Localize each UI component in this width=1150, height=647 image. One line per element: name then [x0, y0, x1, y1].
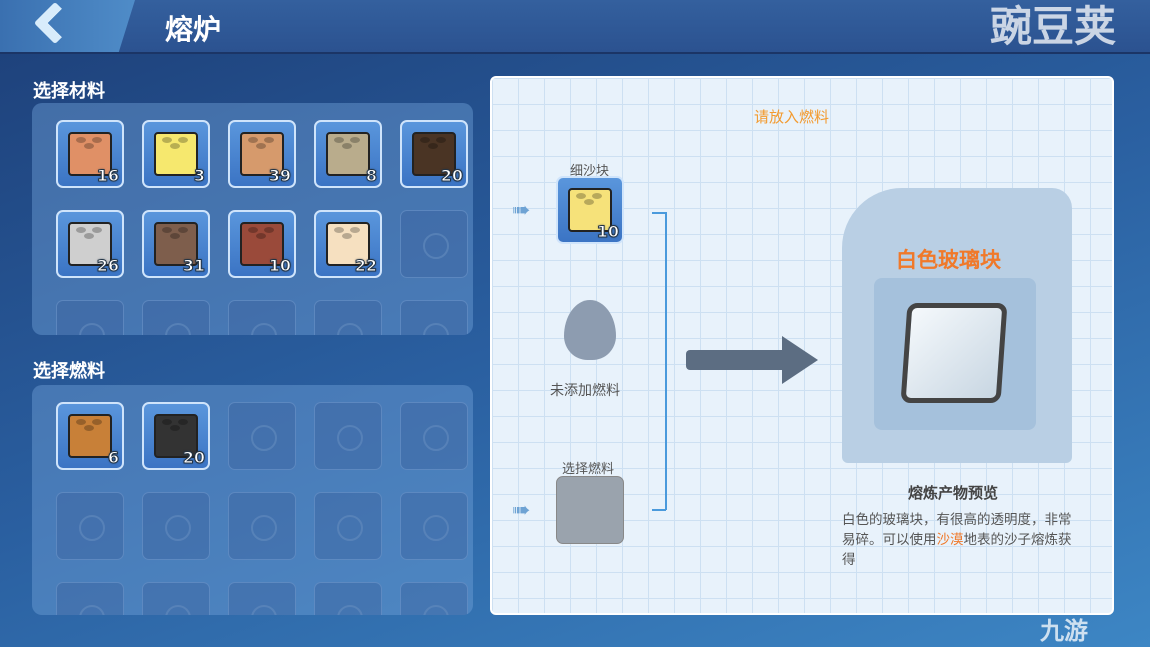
empty-slot: [400, 300, 468, 335]
fuels-slot[interactable]: 20: [142, 402, 210, 470]
item-icon: [68, 222, 112, 266]
item-icon: [412, 132, 456, 176]
item-icon: [154, 222, 198, 266]
connector-line: [665, 212, 667, 510]
input-label: 细沙块: [570, 164, 610, 179]
fuels-grid: 6 20: [32, 385, 473, 615]
item-count: 31: [182, 256, 205, 276]
process-arrow-head: [782, 336, 818, 384]
item-count: 8: [365, 166, 377, 186]
item-count: 10: [268, 256, 291, 276]
fuels-slot[interactable]: 6: [56, 402, 124, 470]
item-icon: [326, 222, 370, 266]
item-icon: [326, 132, 370, 176]
back-arrow-icon: [33, 1, 77, 45]
connector-line: [652, 212, 666, 214]
furnace-panel: 请放入燃料 细沙块 ➠ 10 未添加燃料 选择燃料 ➠ 白色玻璃块 熔炼产物预览…: [490, 76, 1114, 615]
fire-icon: [564, 300, 616, 360]
empty-slot: [56, 492, 124, 560]
empty-slot: [228, 402, 296, 470]
materials-slot[interactable]: 20: [400, 120, 468, 188]
preview-title: 熔炼产物预览: [908, 484, 999, 502]
item-icon: [154, 132, 198, 176]
empty-slot: [56, 300, 124, 335]
glass-block-icon: [900, 303, 1008, 403]
fuel-hint: 请放入燃料: [754, 108, 830, 126]
materials-slot[interactable]: 16: [56, 120, 124, 188]
input-count: 10: [596, 222, 619, 242]
watermark-logo-2: 九游: [1040, 617, 1088, 645]
page-title: 熔炉: [165, 13, 222, 46]
connector-line: [652, 509, 666, 511]
empty-slot: [400, 402, 468, 470]
back-button[interactable]: [0, 0, 135, 52]
header: 熔炉: [0, 0, 1150, 54]
empty-slot: [400, 210, 468, 278]
item-icon: [68, 414, 112, 458]
materials-slot[interactable]: 26: [56, 210, 124, 278]
item-count: 20: [440, 166, 463, 186]
product-description: 白色的玻璃块，有很高的透明度，非常易碎。可以使用沙漠地表的沙子熔炼获得: [842, 512, 1072, 568]
materials-slot[interactable]: 22: [314, 210, 382, 278]
item-icon: [154, 414, 198, 458]
empty-slot: [142, 492, 210, 560]
input-arrow-icon: ➠: [512, 198, 531, 223]
empty-slot: [228, 492, 296, 560]
empty-slot: [228, 582, 296, 615]
materials-slot[interactable]: 31: [142, 210, 210, 278]
materials-grid: 16 3 39 8 20 26 31 10 22: [32, 103, 473, 335]
process-arrow-icon: [686, 350, 786, 370]
empty-slot: [314, 402, 382, 470]
item-count: 16: [96, 166, 119, 186]
empty-slot: [400, 582, 468, 615]
empty-slot: [142, 582, 210, 615]
materials-slot[interactable]: 8: [314, 120, 382, 188]
fine-sand-block-icon: [568, 188, 612, 232]
item-icon: [240, 222, 284, 266]
item-count: 39: [268, 166, 291, 186]
fuel-slot[interactable]: [556, 476, 624, 544]
input-slot[interactable]: 10: [556, 176, 624, 244]
empty-slot: [314, 300, 382, 335]
product-name: 白色玻璃块: [896, 248, 1001, 272]
item-count: 6: [107, 448, 119, 468]
watermark-logo: 豌豆荚: [990, 2, 1117, 51]
item-icon: [240, 132, 284, 176]
product-slot: [874, 278, 1036, 430]
materials-slot[interactable]: 10: [228, 210, 296, 278]
item-count: 3: [193, 166, 205, 186]
fuel-slot-label: 选择燃料: [562, 462, 615, 477]
item-count: 20: [182, 448, 205, 468]
empty-slot: [142, 300, 210, 335]
empty-slot: [56, 582, 124, 615]
fire-label: 未添加燃料: [550, 383, 620, 399]
item-count: 26: [96, 256, 119, 276]
item-count: 22: [354, 256, 377, 276]
fuel-arrow-icon: ➠: [512, 498, 531, 523]
materials-slot[interactable]: 3: [142, 120, 210, 188]
fuels-heading: 选择燃料: [33, 361, 105, 382]
item-icon: [68, 132, 112, 176]
empty-slot: [228, 300, 296, 335]
materials-heading: 选择材料: [33, 81, 105, 102]
empty-slot: [314, 582, 382, 615]
empty-slot: [400, 492, 468, 560]
empty-slot: [314, 492, 382, 560]
materials-slot[interactable]: 39: [228, 120, 296, 188]
